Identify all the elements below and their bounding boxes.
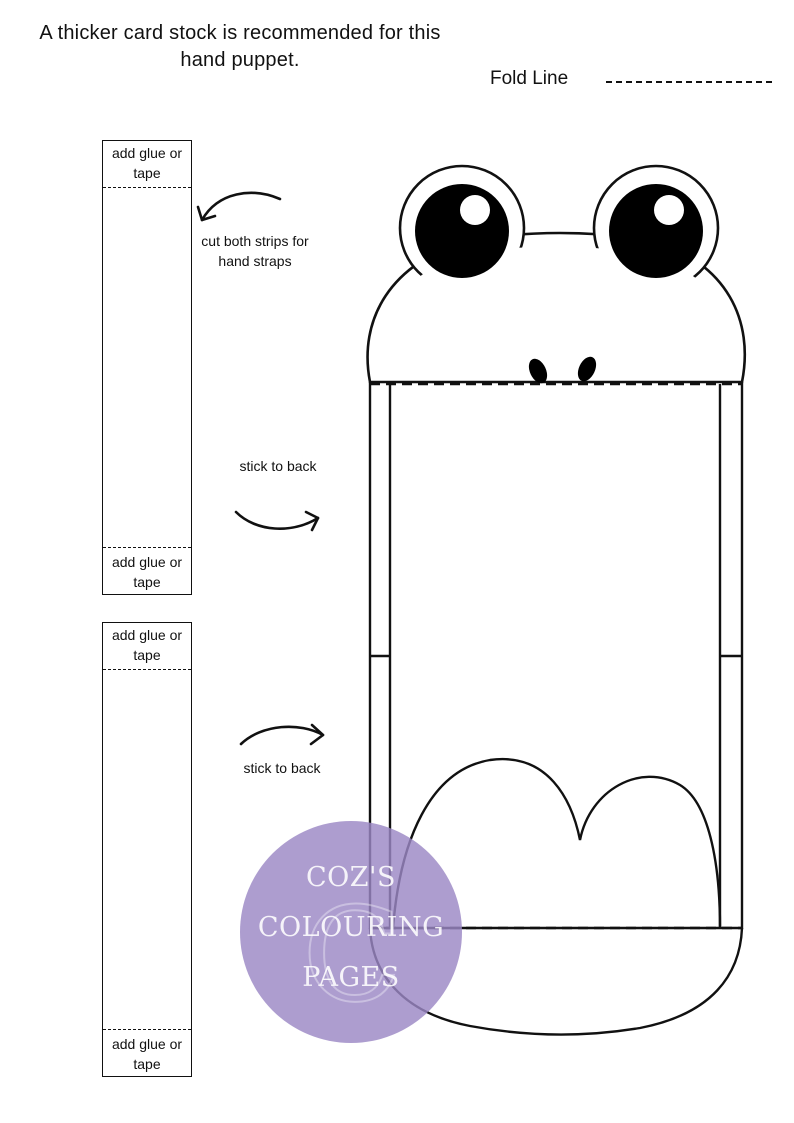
- curved-arrow-icon: [200, 191, 282, 222]
- curved-arrow-icon: [239, 725, 325, 746]
- watermark-line-3: PAGES: [302, 962, 400, 993]
- glue-label-bottom: add glue or tape: [111, 554, 183, 590]
- instruction-text: A thicker card stock is recommended for …: [39, 22, 441, 71]
- right-eye: [609, 184, 703, 278]
- hand-strap-strip-2: add glue or tape add glue or tape: [102, 622, 192, 1077]
- nostril-right: [577, 356, 597, 382]
- glue-label-top: add glue or tape: [111, 627, 183, 663]
- arrowhead-icon: [304, 510, 320, 532]
- strip-fold-dash-top: [103, 187, 191, 188]
- stick-to-back-caption-2: stick to back: [243, 760, 321, 776]
- strip-fold-dash-top: [103, 669, 191, 670]
- nostril-left: [528, 358, 548, 384]
- left-eye: [415, 184, 509, 278]
- arrowhead-icon: [309, 723, 325, 746]
- tongue: [391, 757, 722, 929]
- strip-fold-dash-bottom: [103, 1029, 191, 1030]
- fold-line-label: Fold Line: [490, 68, 569, 89]
- glue-label-bottom: add glue or tape: [111, 1036, 183, 1072]
- cut-strips-caption: cut both strips for hand straps: [201, 233, 309, 269]
- fold-line-sample: [606, 81, 772, 83]
- strip-fold-dash-bottom: [103, 547, 191, 548]
- stick-to-back-caption-1: stick to back: [239, 458, 317, 474]
- watermark-line-2: COLOURING: [257, 912, 445, 943]
- arrowhead-icon: [196, 205, 217, 222]
- left-eye-highlight: [460, 195, 490, 225]
- watermark-script: C: [302, 879, 401, 1031]
- watermark-badge: [240, 821, 462, 1043]
- body-outline: [368, 382, 744, 930]
- watermark-line-1: COZ'S: [306, 862, 396, 893]
- hand-strap-strip-1: add glue or tape add glue or tape: [102, 140, 192, 595]
- glue-label-top: add glue or tape: [111, 145, 183, 181]
- right-eye-highlight: [654, 195, 684, 225]
- curved-arrow-icon: [234, 510, 320, 530]
